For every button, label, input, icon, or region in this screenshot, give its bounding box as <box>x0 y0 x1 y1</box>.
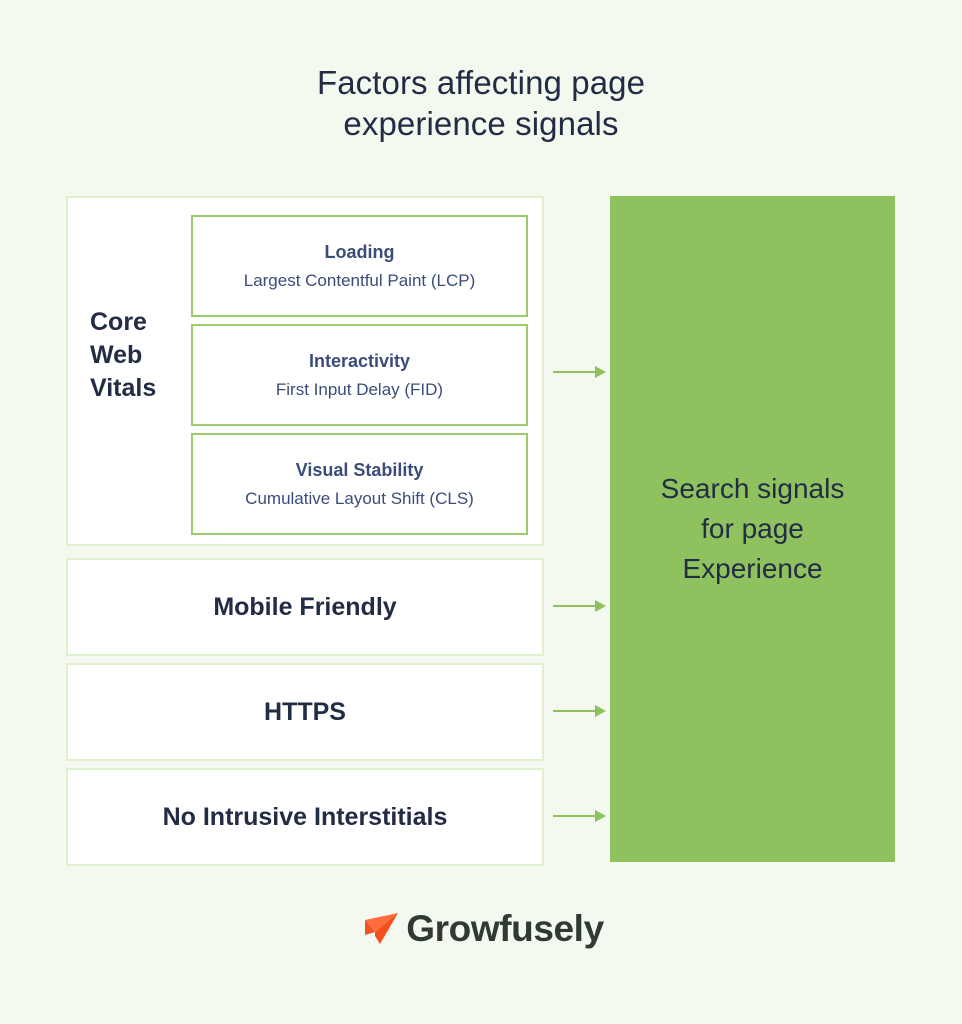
vital-card-interactivity: Interactivity First Input Delay (FID) <box>191 324 528 426</box>
factor-label: No Intrusive Interstitials <box>162 803 448 831</box>
core-web-vitals-label-line-1: Core <box>90 308 147 336</box>
core-web-vitals-label-line-2: Web <box>90 341 143 369</box>
page-title: Factors affecting page experience signal… <box>0 62 962 144</box>
vital-card-title: Loading <box>324 242 395 262</box>
core-web-vitals-label-line-3: Vitals <box>90 374 157 402</box>
vital-card-loading: Loading Largest Contentful Paint (LCP) <box>191 215 528 317</box>
arrow-right-icon <box>553 366 606 378</box>
result-panel-text: Search signals for page Experience <box>647 469 859 589</box>
arrow-head <box>595 810 606 822</box>
core-web-vitals-cards: Loading Largest Contentful Paint (LCP) I… <box>191 215 528 535</box>
vital-card-title: Interactivity <box>308 351 411 371</box>
arrow-right-icon <box>553 600 606 612</box>
factor-box-https: HTTPS <box>66 663 544 761</box>
vital-card-subtitle: Cumulative Layout Shift (CLS) <box>245 489 474 508</box>
brand-logo: Growfusely <box>0 906 962 952</box>
core-web-vitals-label: Core Web Vitals <box>90 306 190 405</box>
factor-box-mobile-friendly: Mobile Friendly <box>66 558 544 656</box>
arrow-shaft <box>553 710 597 712</box>
arrow-shaft <box>553 605 597 607</box>
arrow-right-icon <box>553 810 606 822</box>
page-title-line-1: Factors affecting page <box>316 64 646 101</box>
result-line-2: for page <box>701 513 804 544</box>
paper-plane-icon <box>365 913 399 944</box>
result-line-3: Experience <box>682 553 823 584</box>
vital-card-visual-stability: Visual Stability Cumulative Layout Shift… <box>191 433 528 535</box>
result-panel-search-signals: Search signals for page Experience <box>610 196 895 862</box>
vital-card-subtitle: Largest Contentful Paint (LCP) <box>243 271 476 290</box>
arrow-head <box>595 705 606 717</box>
factor-box-no-intrusive-interstitials: No Intrusive Interstitials <box>66 768 544 866</box>
arrow-shaft <box>553 815 597 817</box>
factor-label: Mobile Friendly <box>213 593 397 621</box>
arrow-right-icon <box>553 705 606 717</box>
factor-label: HTTPS <box>264 698 346 726</box>
vital-card-subtitle: First Input Delay (FID) <box>275 380 444 399</box>
brand-name: Growfusely <box>406 908 604 949</box>
result-line-1: Search signals <box>660 473 845 504</box>
core-web-vitals-group: Core Web Vitals Loading Largest Contentf… <box>66 196 544 546</box>
arrow-head <box>595 366 606 378</box>
arrow-shaft <box>553 371 597 373</box>
arrow-head <box>595 600 606 612</box>
page-title-line-2: experience signals <box>343 105 619 142</box>
vital-card-title: Visual Stability <box>295 460 424 480</box>
